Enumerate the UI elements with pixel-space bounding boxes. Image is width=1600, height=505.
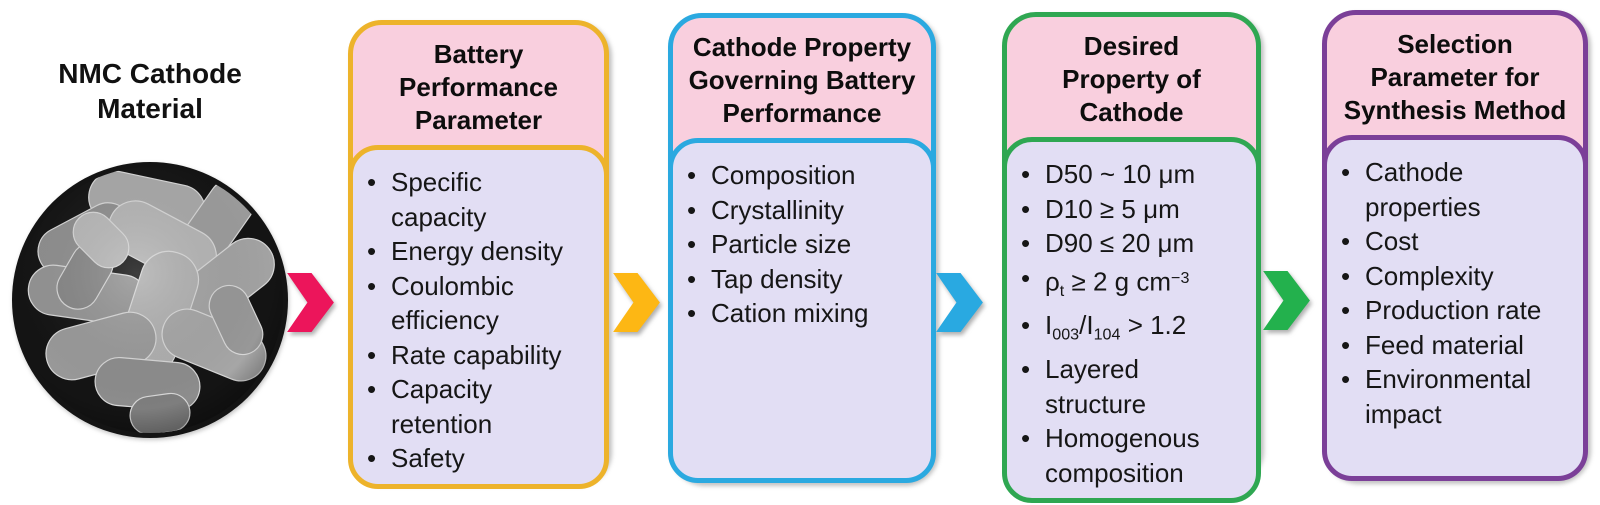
card-body: • Composition • Crystallinity • Particle… — [668, 138, 936, 483]
list-item: • Safety — [367, 441, 594, 476]
list-item: • D10 ≥ 5 μm — [1021, 192, 1246, 227]
bullet-icon: • — [367, 339, 377, 370]
list-item: • Cation mixing — [687, 296, 921, 331]
list-item: • Particle size — [687, 227, 921, 262]
bullet-icon: • — [1341, 329, 1351, 360]
list-item: • I003/I104 > 1.2 — [1021, 308, 1246, 352]
arrow-battery-to-cathode-property-icon — [613, 273, 660, 332]
card-title: Desired Property of Cathode — [1062, 31, 1201, 127]
bullet-icon: • — [367, 167, 377, 197]
list-item-text: Safety — [391, 443, 465, 473]
sem-micrograph-image — [12, 162, 288, 438]
list-item: • Production rate — [1341, 293, 1573, 328]
bullet-icon: • — [687, 298, 697, 328]
bullet-icon: • — [687, 229, 697, 259]
list-item-text: Cost — [1365, 226, 1419, 256]
list-item-text: Tap density — [711, 263, 843, 294]
arrow-sem-to-battery-performance-icon — [287, 273, 334, 332]
list-item-text: Complexity — [1365, 260, 1494, 291]
bullet-icon: • — [1021, 423, 1031, 454]
list-item: • ρt ≥ 2 g cm−3 — [1021, 261, 1246, 308]
list-item: • Crystallinity — [687, 193, 921, 228]
bullet-icon: • — [1341, 364, 1351, 394]
card-selection-parameter-for-synthesis-method: Selection Parameter for Synthesis Method… — [1322, 10, 1588, 481]
bullet-icon: • — [1021, 354, 1031, 385]
bullet-icon: • — [687, 263, 697, 294]
bullet-icon: • — [687, 160, 697, 190]
list-item-text: ρt ≥ 2 g cm−3 — [1045, 265, 1190, 300]
card-title: Battery Performance Parameter — [399, 39, 558, 135]
list-item-text: Cation mixing — [711, 298, 869, 328]
bullet-icon: • — [1341, 157, 1351, 187]
list-item-text: I003/I104 > 1.2 — [1045, 309, 1187, 344]
bullet-icon: • — [1021, 262, 1031, 293]
list-item-text: Energy density — [391, 236, 563, 266]
card-title: Cathode Property Governing Battery Perfo… — [688, 32, 916, 128]
bullet-icon: • — [367, 374, 377, 404]
list-item: • Cost — [1341, 224, 1573, 259]
list-item-text: Production rate — [1365, 295, 1542, 325]
list-item-text: Rate capability — [391, 339, 562, 370]
list-item-text: Crystallinity — [711, 194, 844, 225]
list-item-text: Particle size — [711, 229, 852, 259]
card-body: • D50 ~ 10 μm • D10 ≥ 5 μm • D90 ≤ 20 μm… — [1002, 137, 1261, 504]
list-item-text: D90 ≤ 20 μm — [1045, 228, 1195, 258]
sem-image-title: NMC Cathode Material — [58, 58, 242, 124]
arrow-desired-property-to-selection-parameter-icon — [1263, 271, 1310, 330]
list-item-text: D50 ~ 10 μm — [1045, 159, 1196, 189]
list-item: • Tap density — [687, 262, 921, 297]
card-battery-performance-parameter: Battery Performance Parameter • Specific… — [348, 20, 609, 489]
card-title: Selection Parameter for Synthesis Method — [1343, 29, 1567, 125]
arrow-cathode-property-to-desired-property-icon — [936, 273, 983, 332]
list-item: • Composition — [687, 158, 921, 193]
list-item-text: Composition — [711, 160, 856, 190]
list-item: • D50 ~ 10 μm — [1021, 157, 1246, 192]
bullet-icon: • — [367, 270, 377, 301]
bullet-icon: • — [1341, 260, 1351, 291]
bullet-icon: • — [367, 443, 377, 473]
bullet-icon: • — [1341, 226, 1351, 256]
card-cathode-property-governing-battery-performance: Cathode Property Governing Battery Perfo… — [668, 13, 936, 483]
bullet-icon: • — [1021, 159, 1031, 189]
bullet-icon: • — [1021, 309, 1031, 340]
card-desired-property-of-cathode: Desired Property of Cathode • D50 ~ 10 μ… — [1002, 12, 1261, 504]
sem-vignette — [17, 167, 283, 433]
bullet-icon: • — [687, 194, 697, 225]
bullet-icon: • — [367, 236, 377, 266]
list-item: • Feed material — [1341, 328, 1573, 363]
list-item: • Complexity — [1341, 259, 1573, 294]
list-item: • Rate capability — [367, 338, 594, 373]
bullet-icon: • — [1021, 228, 1031, 258]
list-item: • D90 ≤ 20 μm — [1021, 226, 1246, 261]
list-item-text: Feed material — [1365, 329, 1524, 360]
list-item-text: D10 ≥ 5 μm — [1045, 193, 1180, 224]
bullet-icon: • — [1021, 193, 1031, 224]
list-item: • Energy density — [367, 234, 594, 269]
bullet-icon: • — [1341, 295, 1351, 325]
